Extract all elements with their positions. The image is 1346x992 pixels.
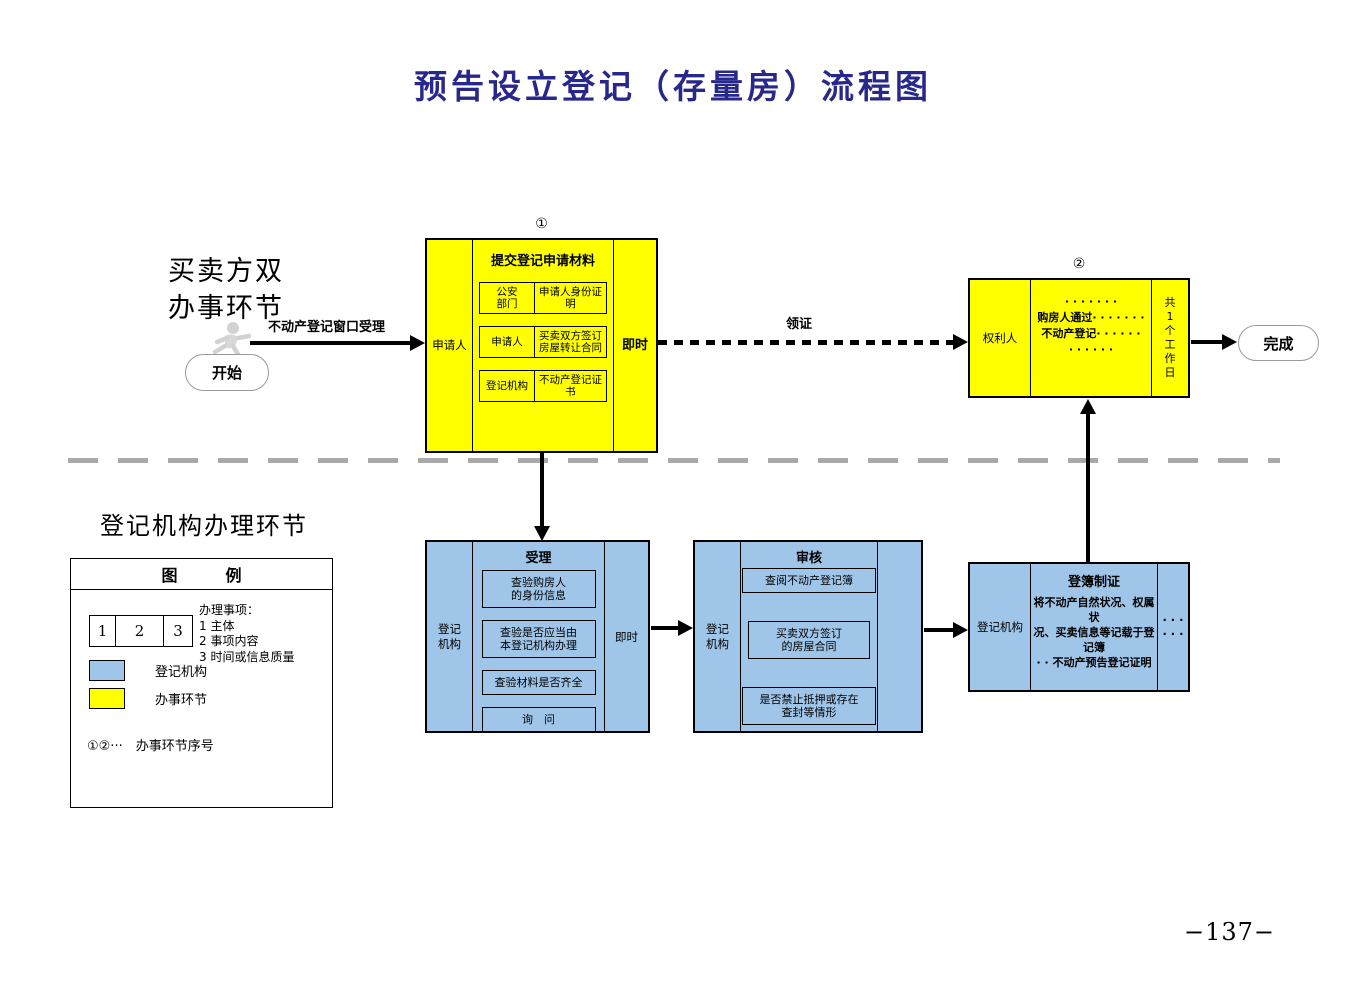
step1-box: 申请人 提交登记申请材料 公安 部门 申请人身份证明 申请人 买卖双方签订 房屋…: [425, 238, 658, 453]
material-item: 登记机构 不动产登记证书: [479, 370, 607, 402]
review-title: 审核: [795, 551, 822, 566]
review-task: 买卖双方签订 的房屋合同: [748, 621, 870, 659]
arrow-accept-to-review: [651, 626, 679, 630]
lane-divider: [68, 458, 1280, 463]
legend-title: 图 例: [71, 559, 332, 590]
material-item: 公安 部门 申请人身份证明: [479, 282, 607, 314]
legend-cell-1: 1: [90, 616, 116, 646]
runner-icon: [205, 320, 257, 362]
arrowhead-down-icon: [534, 526, 550, 541]
legend-row-agency: 登记机构: [89, 660, 207, 681]
record-title: 登簿制证: [1067, 575, 1120, 590]
accept-task: 查验是否应当由 本登记机构办理: [481, 620, 596, 658]
lane-label-parties: 买卖方双 办事环节: [168, 256, 284, 324]
record-time: · · · · · ·: [1157, 564, 1188, 690]
review-box: 登记 机构 审核 查阅不动产登记簿 买卖双方签订 的房屋合同 是否禁止抵押或存在…: [693, 540, 923, 733]
lane-label-agency: 登记机构办理环节: [100, 512, 308, 540]
arrow-step2-to-finish: [1191, 340, 1223, 344]
record-box: 登记机构 登簿制证 将不动产自然状况、权属状 况、买卖信息等记载于登记簿 · ·…: [968, 562, 1190, 692]
review-time-empty: [877, 542, 921, 731]
arrowhead-up-icon: [1080, 399, 1096, 414]
arrow-window-label: 不动产登记窗口受理: [268, 320, 386, 335]
accept-task: 询 问: [481, 707, 596, 732]
arrow-step1-to-step2: [658, 340, 954, 345]
arrowhead-right-icon: [1222, 334, 1237, 350]
blue-swatch-label: 登记机构: [155, 665, 208, 680]
accept-body: 受理 查验购房人 的身份信息 查验是否应当由 本登记机构办理 查验材料是否齐全 …: [473, 542, 604, 732]
material-source: 公安 部门: [480, 283, 535, 313]
accept-task: 查验材料是否齐全: [481, 670, 596, 695]
material-item: 申请人 买卖双方签订 房屋转让合同: [479, 326, 607, 358]
step2-number: ②: [1072, 256, 1086, 272]
accept-box: 登记 机构 受理 查验购房人 的身份信息 查验是否应当由 本登记机构办理 查验材…: [425, 540, 650, 733]
step1-title: 提交登记申请材料: [490, 254, 595, 269]
start-node: 开始: [185, 354, 269, 391]
review-body: 审核 查阅不动产登记簿 买卖双方签订 的房屋合同 是否禁止抵押或存在 查封等情形: [741, 542, 877, 731]
accept-time: 即时: [604, 542, 648, 731]
material-content: 不动产登记证书: [539, 374, 602, 398]
arrowhead-right-icon: [678, 620, 693, 636]
material-content: 买卖双方签订 房屋转让合同: [539, 330, 602, 354]
yellow-swatch: [89, 688, 125, 709]
record-body: 登簿制证 将不动产自然状况、权属状 况、买卖信息等记载于登记簿 · · 不动产预…: [1031, 564, 1157, 690]
step1-time: 即时: [613, 240, 656, 451]
arrow-review-to-record: [924, 628, 954, 632]
arrow-start-to-step1: [250, 341, 411, 345]
arrowhead-right-icon: [953, 334, 968, 350]
step2-content: · · · · · · · 购房人通过· · · · · · · 不动产登记· …: [1037, 295, 1145, 356]
accept-task: 查验购房人 的身份信息: [481, 570, 596, 608]
step2-time: 共 1 个 工 作 日: [1151, 280, 1188, 396]
arrow-step1-to-accept: [540, 453, 544, 527]
step2-actor: 权利人: [970, 280, 1031, 396]
arrow-record-to-step2: [1086, 413, 1090, 562]
material-content: 申请人身份证明: [539, 286, 602, 310]
record-content: 将不动产自然状况、权属状 况、买卖信息等记载于登记簿 · · 不动产预告登记证明: [1033, 596, 1155, 669]
finish-label: 完成: [1263, 334, 1294, 353]
legend-cell-3: 3: [173, 622, 183, 640]
record-actor: 登记机构: [970, 564, 1031, 690]
review-actor: 登记 机构: [695, 542, 741, 731]
yellow-swatch-label: 办事环节: [155, 693, 208, 708]
finish-node: 完成: [1238, 325, 1319, 361]
material-source: 登记机构: [480, 371, 535, 401]
review-task: 查阅不动产登记簿: [742, 568, 876, 593]
legend-box: 图 例 1 2 3 办理事项： 1 主体 2 事项内容 3 时间或信息质量 登记…: [70, 558, 333, 808]
step2-box: 权利人 · · · · · · · 购房人通过· · · · · · · 不动产…: [968, 278, 1190, 398]
legend-cells: 1 2 3: [89, 615, 193, 647]
arrowhead-right-icon: [410, 335, 425, 351]
legend-row-step: 办事环节: [89, 688, 207, 709]
review-task: 是否禁止抵押或存在 查封等情形: [742, 687, 876, 725]
accept-actor: 登记 机构: [427, 542, 473, 731]
start-label: 开始: [211, 364, 242, 382]
legend-cell-2: 2: [116, 616, 164, 646]
step1-number: ①: [535, 216, 548, 232]
legend-serial-note: ①②··· 办事环节序号: [87, 739, 214, 754]
page-title: 预告设立登记（存量房）流程图: [414, 67, 932, 106]
blue-swatch: [89, 660, 125, 681]
page-number: −137−: [1184, 918, 1276, 946]
material-source: 申请人: [480, 327, 535, 357]
legend-note: 办理事项： 1 主体 2 事项内容 3 时间或信息质量: [199, 603, 295, 664]
arrow-cert-label: 领证: [786, 317, 813, 332]
step2-body: · · · · · · · 购房人通过· · · · · · · 不动产登记· …: [1031, 280, 1151, 396]
accept-title: 受理: [525, 551, 552, 566]
step1-actor: 申请人: [427, 240, 473, 451]
arrowhead-right-icon: [953, 622, 968, 638]
step1-body: 提交登记申请材料 公安 部门 申请人身份证明 申请人 买卖双方签订 房屋转让合同…: [473, 240, 613, 451]
